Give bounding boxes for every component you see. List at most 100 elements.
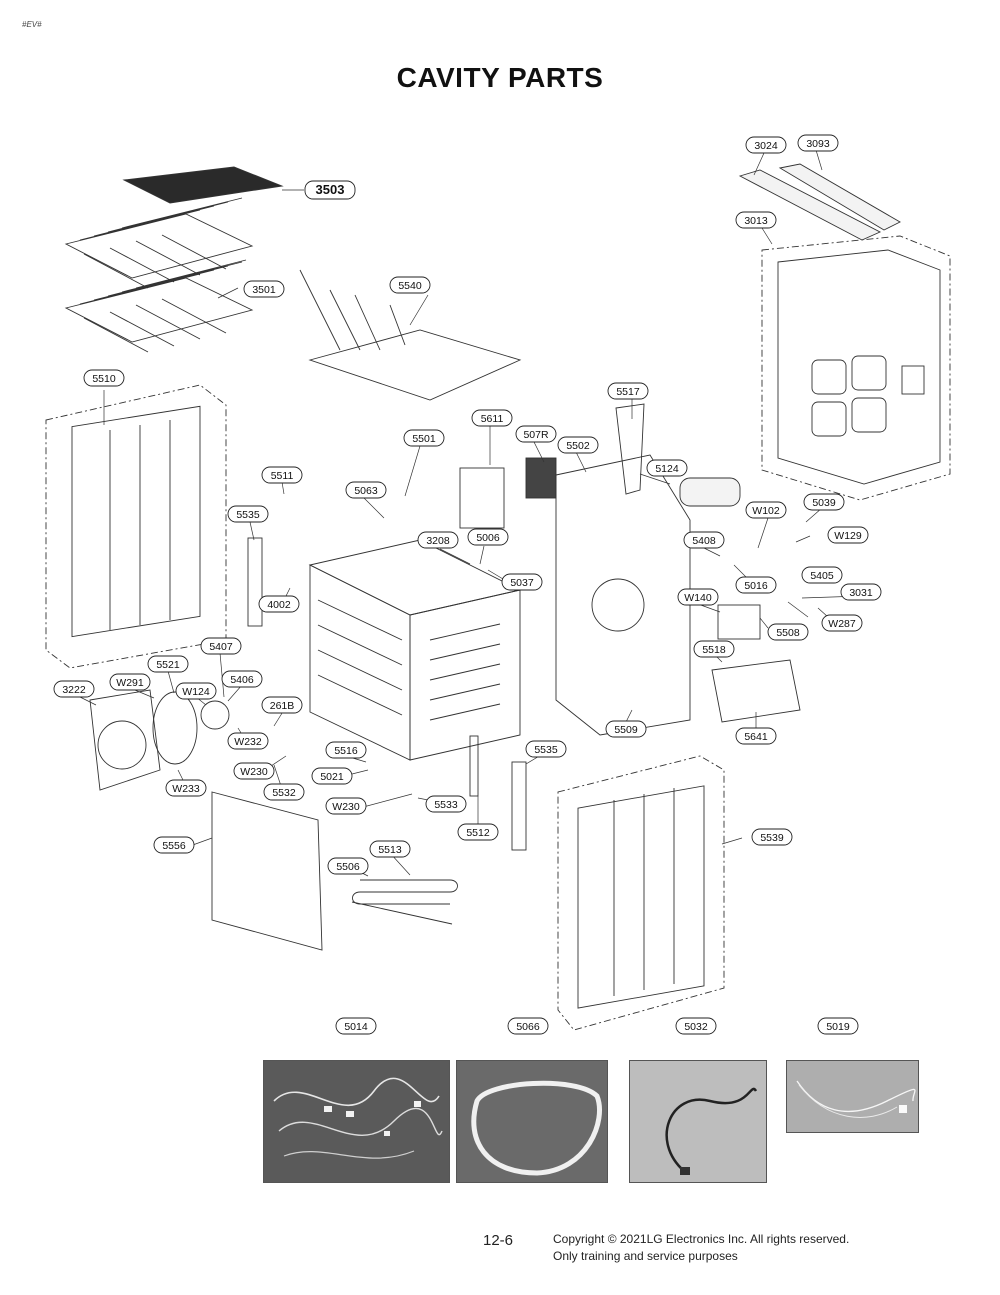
callout-label: 5535 [534, 744, 558, 756]
callout-label: W129 [834, 530, 862, 542]
callout-oval [233, 762, 275, 780]
callout-label: 5006 [476, 532, 500, 544]
callout-5014: 5014 [335, 1017, 377, 1035]
callout-label: 5508 [776, 627, 800, 639]
part-3503-tray [122, 166, 284, 204]
callout-5039: 5039 [803, 493, 845, 511]
callout-oval [735, 211, 777, 229]
callout-oval [751, 828, 793, 846]
callout-label: 5405 [810, 570, 834, 582]
callout-w124: W124 [175, 682, 217, 700]
callout-w232: W232 [227, 732, 269, 750]
callout-oval [311, 767, 353, 785]
callout-oval [165, 779, 207, 797]
callout-oval [693, 640, 735, 658]
callout-oval [327, 857, 369, 875]
callout-oval [221, 670, 263, 688]
callout-oval [515, 425, 557, 443]
callout-5539: 5539 [751, 828, 793, 846]
part-3024-bar [738, 169, 882, 241]
part-5510-outline [45, 384, 227, 669]
callout-label: 5532 [272, 787, 296, 799]
callout-5518: 5518 [693, 640, 735, 658]
callout-label: W140 [684, 592, 712, 604]
callout-oval [335, 1017, 377, 1035]
part-5508-board [717, 604, 761, 640]
callout-oval [821, 614, 863, 632]
part-5513-heater [351, 879, 458, 925]
callout-oval [425, 795, 467, 813]
part-5521-ring [152, 691, 198, 765]
callout-4002: 4002 [258, 595, 300, 613]
part-5556-frame [211, 791, 323, 951]
callout-label: W287 [828, 618, 856, 630]
callout-label: 5511 [271, 470, 294, 482]
callout-label: 5019 [826, 1021, 850, 1033]
callout-5408: 5408 [683, 531, 725, 549]
callout-label: 5506 [336, 861, 360, 873]
callout-w230: W230 [325, 797, 367, 815]
callout-w140: W140 [677, 588, 719, 606]
callout-5037: 5037 [501, 573, 543, 591]
callout-5406: 5406 [221, 670, 263, 688]
callout-5513: 5513 [369, 840, 411, 858]
callout-label: 5516 [334, 745, 358, 757]
callout-label: 5016 [744, 580, 768, 592]
part-5611 [459, 467, 505, 529]
callout-label: 5037 [510, 577, 534, 589]
part-5510-panel [71, 405, 201, 638]
callout-label: 3503 [316, 182, 345, 197]
callout-w287: W287 [821, 614, 863, 632]
callout-oval [507, 1017, 549, 1035]
callout-oval [261, 696, 303, 714]
corner-tag: #EV# [22, 20, 42, 29]
callout-5501: 5501 [403, 429, 445, 447]
gasket-photo-icon [471, 1080, 602, 1176]
callout-label: 5518 [702, 644, 726, 656]
callout-label: 5124 [655, 463, 679, 475]
callout-5556: 5556 [153, 836, 195, 854]
callout-5019: 5019 [817, 1017, 859, 1035]
callout-label: 5535 [236, 509, 260, 521]
callout-oval [325, 797, 367, 815]
callout-label: 507R [523, 429, 549, 441]
photo-5032 [629, 1060, 767, 1183]
part-5124-fan [679, 477, 741, 507]
callout-oval [677, 588, 719, 606]
part-5512-rail [469, 735, 479, 797]
callout-5641: 5641 [735, 727, 777, 745]
callout-oval [263, 783, 305, 801]
callout-label: 4002 [267, 599, 291, 611]
copyright-line-2: Only training and service purposes [553, 1249, 738, 1263]
callout-oval [261, 466, 303, 484]
part-5540-top-plate [308, 329, 522, 401]
page-number: 12-6 [483, 1232, 514, 1249]
callout-5533: 5533 [425, 795, 467, 813]
part-3013-panel [777, 249, 941, 485]
callout-label: 261B [270, 700, 295, 712]
callout-label: 5509 [614, 724, 638, 736]
callout-oval [817, 1017, 859, 1035]
callout-label: 5039 [812, 497, 836, 509]
callout-5510: 5510 [83, 369, 125, 387]
callout-label: W124 [182, 686, 210, 698]
callout-oval [325, 741, 367, 759]
callout-oval [345, 481, 387, 499]
parts-drawing [45, 149, 951, 1031]
part-5502-bracket [555, 454, 691, 736]
callout-3013: 3013 [735, 211, 777, 229]
callout-label: 5021 [320, 771, 344, 783]
callout-oval [607, 382, 649, 400]
callout-oval [840, 583, 882, 601]
part-3093-bar [778, 163, 901, 231]
callout-oval [403, 429, 445, 447]
callout-5532: 5532 [263, 783, 305, 801]
callout-label: 5517 [616, 386, 640, 398]
callout-oval [258, 595, 300, 613]
callout-oval [605, 720, 647, 738]
callout-5016: 5016 [735, 576, 777, 594]
callout-5511: 5511 [261, 466, 303, 484]
callout-label: 5539 [760, 832, 784, 844]
callout-5516: 5516 [325, 741, 367, 759]
